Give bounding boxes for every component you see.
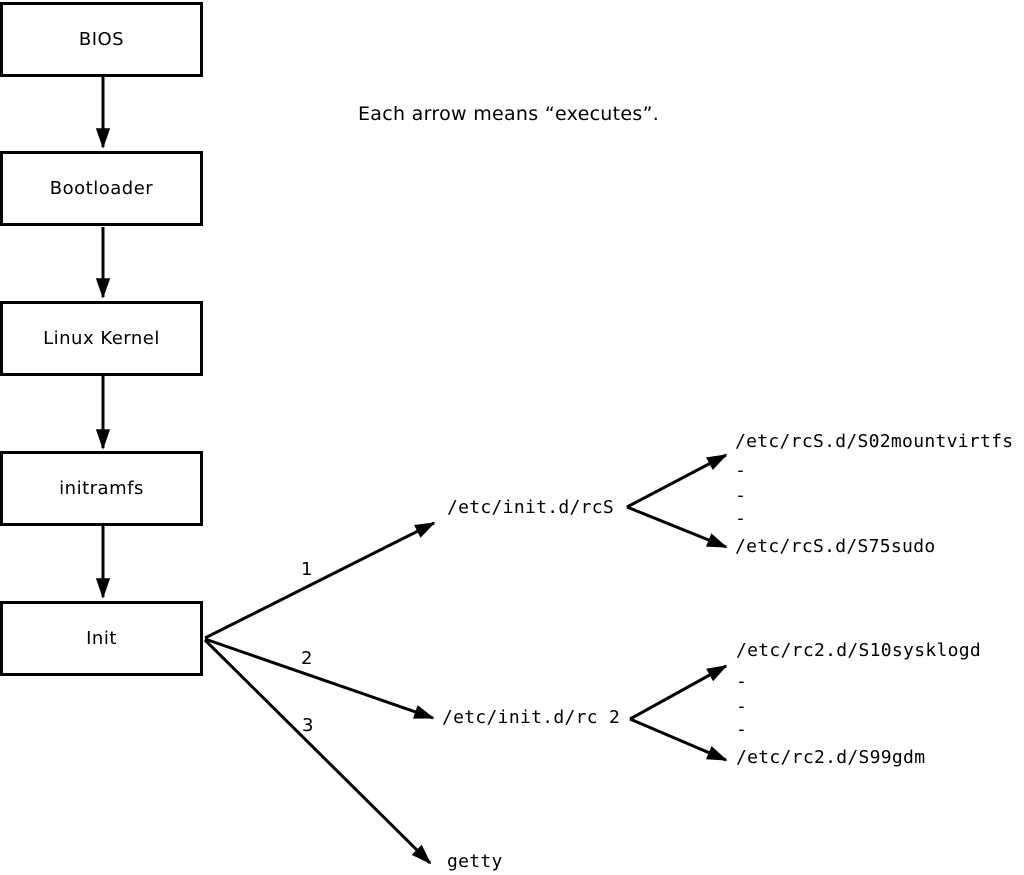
branch-number-1: 1 — [301, 559, 313, 580]
arrow-rc2-to-s99gdm — [629, 717, 728, 762]
rcS-child-s02mountvirtfs: /etc/rcS.d/S02mountvirtfs — [735, 431, 1014, 452]
arrow-rc2-to-s10sysklogd — [629, 664, 728, 721]
rcS-child-ellipsis-3: - — [735, 508, 747, 529]
target-getty: getty — [447, 851, 503, 872]
node-linux-kernel: Linux Kernel — [0, 301, 203, 376]
target-etc-init-d-rcS: /etc/init.d/rcS — [447, 497, 615, 518]
rc2-child-ellipsis-1: - — [736, 671, 748, 692]
rc2-child-ellipsis-3: - — [736, 719, 748, 740]
node-linux-kernel-label: Linux Kernel — [43, 328, 160, 349]
node-initramfs-label: initramfs — [59, 478, 144, 499]
rc2-child-s99gdm: /etc/rc2.d/S99gdm — [736, 747, 926, 768]
arrow-init-to-getty — [203, 638, 432, 865]
rc2-child-s10sysklogd: /etc/rc2.d/S10sysklogd — [736, 640, 982, 661]
node-bios-label: BIOS — [78, 29, 125, 50]
node-initramfs: initramfs — [0, 451, 203, 526]
target-etc-init-d-rc2: /etc/init.d/rc 2 — [442, 707, 621, 728]
rcS-child-ellipsis-1: - — [735, 460, 747, 481]
legend-text: Each arrow means “executes”. — [358, 103, 660, 125]
branch-number-2: 2 — [301, 648, 313, 669]
rcS-child-ellipsis-2: - — [735, 485, 747, 506]
arrow-rcS-to-s02mountvirtfs — [626, 453, 728, 509]
node-bios: BIOS — [0, 2, 203, 77]
branch-number-3: 3 — [302, 715, 314, 736]
node-bootloader: Bootloader — [0, 151, 203, 226]
rcS-child-s75sudo: /etc/rcS.d/S75sudo — [735, 536, 936, 557]
arrow-init-to-rcS — [204, 521, 436, 640]
rc2-child-ellipsis-2: - — [736, 696, 748, 717]
node-init-label: Init — [86, 628, 117, 649]
arrow-rcS-to-s75sudo — [626, 505, 728, 549]
node-bootloader-label: Bootloader — [49, 178, 154, 199]
node-init: Init — [0, 601, 203, 676]
arrow-init-to-rc2 — [204, 637, 435, 720]
